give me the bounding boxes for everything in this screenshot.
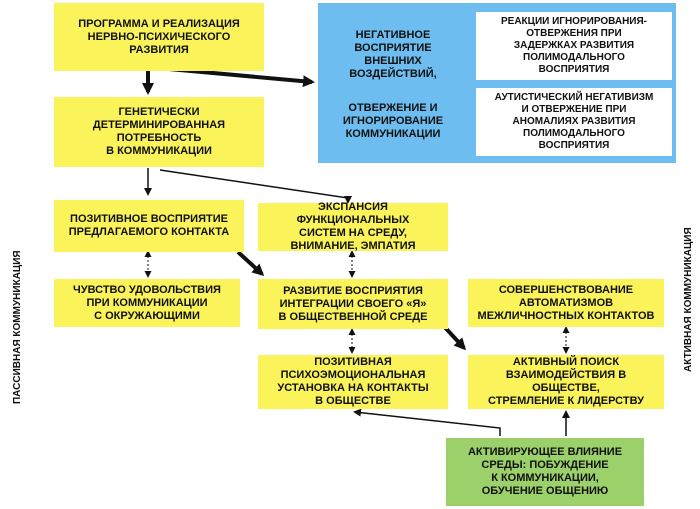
node-positive-perception: ПОЗИТИВНОЕ ВОСПРИЯТИЕ ПРЕДЛАГАЕМОГО КОНТ…: [54, 200, 244, 252]
node-reactions: РЕАКЦИИ ИГНОРИРОВАНИЯ- ОТВЕРЖЕНИЯ ПРИ ЗА…: [476, 12, 672, 80]
arrow-activating-psycho: [353, 408, 501, 436]
node-rejection: ОТВЕРЖЕНИЕ И ИГНОРИРОВАНИЕ КОММУНИКАЦИИ: [342, 101, 444, 140]
side-label-passive: ПАССИВНАЯ КОММУНИКАЦИЯ: [12, 250, 23, 404]
node-active-search: АКТИВНЫЙ ПОИСК ВЗАИМОДЕЙСТВИЯ В ОБЩЕСТВЕ…: [468, 355, 664, 409]
node-genetic: ГЕНЕТИЧЕСКИ ДЕТЕРМИНИРОВАННАЯ ПОТРЕБНОСТ…: [54, 97, 264, 167]
node-autistic: АУТИСТИЧЕСКИЙ НЕГАТИВИЗМ И ОТВЕРЖЕНИЕ ПР…: [476, 88, 672, 156]
arrow-positive-selfdev: [236, 250, 265, 277]
node-automatisms: СОВЕРШЕНСТВОВАНИЕ АВТОМАТИЗМОВ МЕЖЛИЧНОС…: [468, 279, 664, 327]
node-self-development: РАЗВИТИЕ ВОСПРИЯТИЯ ИНТЕГРАЦИИ СВОЕГО «Я…: [258, 279, 448, 329]
node-program: ПРОГРАММА И РЕАЛИЗАЦИЯ НЕРВНО-ПСИХИЧЕСКО…: [54, 3, 264, 71]
node-psychoemotional: ПОЗИТИВНАЯ ПСИХОЭМОЦИОНАЛЬНАЯ УСТАНОВКА …: [258, 355, 448, 409]
node-activating: АКТИВИРУЮЩЕЕ ВЛИЯНИЕ СРЕДЫ: ПОБУЖДЕНИЕ К…: [446, 438, 644, 506]
arrow-genetic-expansion: [159, 169, 352, 204]
side-label-active: АКТИВНАЯ КОММУНИКАЦИЯ: [683, 227, 694, 372]
node-negative: НЕГАТИВНОЕ ВОСПРИЯТИЕ ВНЕШНИХ ВОЗДЕЙСТВИ…: [349, 29, 437, 80]
node-expansion: ЭКСПАНСИЯ ФУНКЦИОНАЛЬНЫХ СИСТЕМ НА СРЕДУ…: [258, 201, 448, 252]
node-pleasure: ЧУВСТВО УДОВОЛЬСТВИЯ ПРИ КОММУНИКАЦИИ С …: [54, 279, 240, 327]
